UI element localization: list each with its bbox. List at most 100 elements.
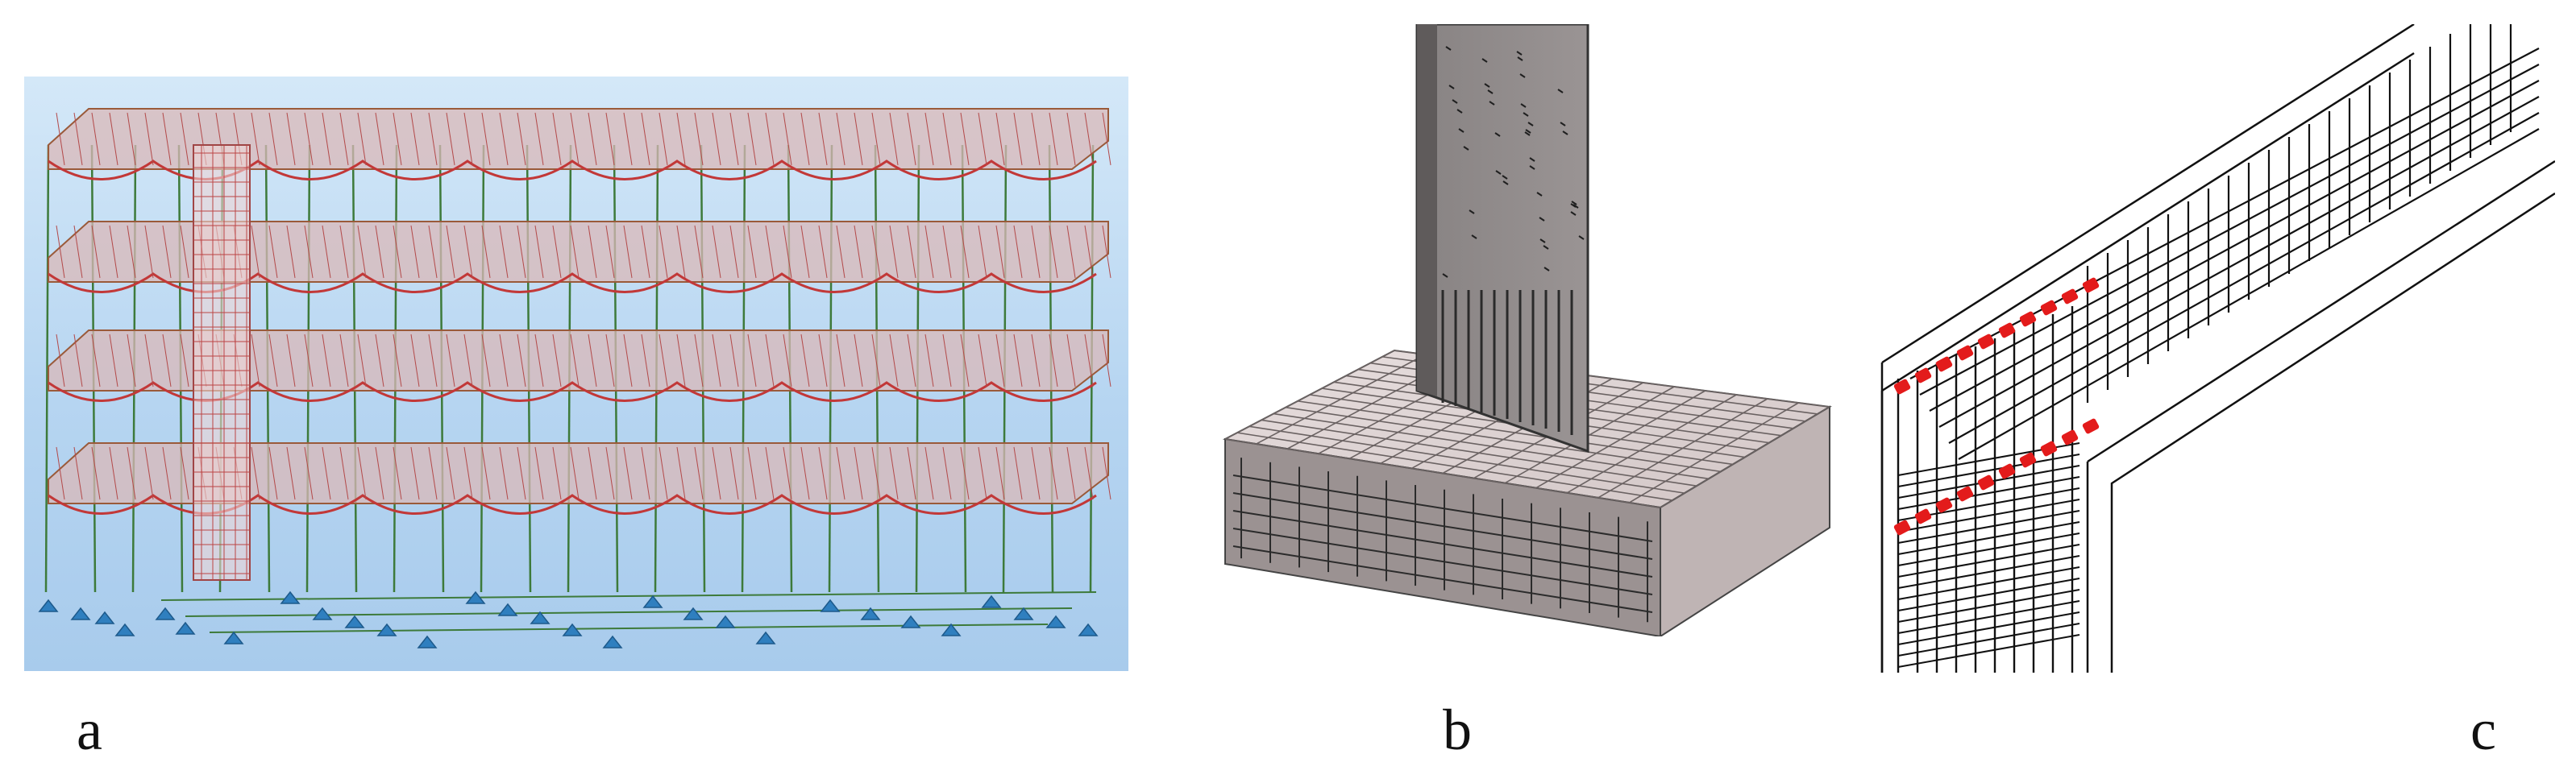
slab-mesh-line bbox=[393, 112, 402, 166]
column-tie bbox=[1897, 589, 2080, 623]
slab-mesh-line bbox=[836, 334, 846, 387]
slab-mesh-line bbox=[91, 446, 101, 500]
slab-mesh-line bbox=[534, 334, 544, 387]
slab-mesh-line bbox=[109, 334, 118, 387]
footing-rebar-line bbox=[1629, 402, 1799, 503]
footing-rebar-line bbox=[1535, 390, 1706, 489]
concrete-speckle bbox=[1523, 112, 1529, 117]
slab-mesh-line bbox=[268, 225, 278, 279]
slab-mesh-line bbox=[960, 112, 970, 166]
column-line bbox=[44, 144, 50, 593]
column-tie bbox=[1897, 454, 2080, 487]
highlighted-coupler bbox=[1893, 520, 1911, 536]
slab-mesh-line bbox=[180, 225, 189, 279]
column-tie bbox=[1897, 566, 2080, 600]
column-tie bbox=[1897, 555, 2080, 589]
slab-mesh-line bbox=[127, 112, 136, 166]
slab-mesh-line bbox=[907, 225, 916, 279]
support-icon bbox=[602, 635, 623, 648]
slab-mesh-line bbox=[605, 112, 615, 166]
ground-beam bbox=[160, 591, 1097, 601]
slab-mesh-line bbox=[676, 112, 686, 166]
concrete-speckle bbox=[1529, 165, 1535, 170]
slab-mesh-line bbox=[463, 446, 473, 500]
slab-mesh-line bbox=[676, 446, 686, 500]
caption-c: c bbox=[2470, 698, 2496, 762]
slab-mesh-line bbox=[499, 334, 509, 387]
slab-mesh-line bbox=[765, 334, 775, 387]
support-icon bbox=[114, 623, 135, 636]
slab-mesh-line bbox=[889, 334, 899, 387]
slab-mesh-line bbox=[180, 112, 189, 166]
support-icon bbox=[715, 615, 736, 628]
slab-mesh-line bbox=[659, 334, 668, 387]
concrete-speckle bbox=[1527, 122, 1534, 126]
slab-mesh-line bbox=[91, 334, 101, 387]
beam-longitudinal-bar bbox=[1909, 48, 2540, 379]
concrete-speckle bbox=[1456, 109, 1463, 114]
slab-mesh-line bbox=[1066, 112, 1076, 166]
slab-mesh-line bbox=[783, 225, 792, 279]
slab-mesh-line bbox=[765, 446, 775, 500]
slab-mesh-line bbox=[623, 446, 633, 500]
highlighted-coupler bbox=[1914, 367, 1932, 383]
slab-mesh-line bbox=[694, 225, 704, 279]
slab-mesh-line bbox=[1031, 334, 1041, 387]
slab-mesh-line bbox=[322, 112, 331, 166]
column-tie bbox=[1897, 476, 2080, 510]
slab-mesh-line bbox=[91, 225, 101, 279]
footing-bar-line bbox=[1232, 545, 1653, 613]
slab-mesh-line bbox=[144, 334, 154, 387]
slab-mesh-line bbox=[889, 112, 899, 166]
slab-mesh-line bbox=[659, 446, 668, 500]
support-icon bbox=[312, 607, 333, 620]
slab-mesh-line bbox=[783, 446, 792, 500]
concrete-speckle bbox=[1442, 273, 1448, 278]
slab-mesh-line bbox=[552, 225, 562, 279]
concrete-speckle bbox=[1571, 201, 1577, 205]
highlighted-coupler bbox=[2082, 277, 2100, 293]
slab-mesh-line bbox=[694, 112, 704, 166]
slab-mesh-line bbox=[109, 112, 118, 166]
slab-mesh-line bbox=[570, 446, 580, 500]
slab-mesh-line bbox=[339, 112, 349, 166]
slab-mesh-line bbox=[552, 334, 562, 387]
caption-b: b bbox=[1443, 698, 1472, 762]
concrete-speckle bbox=[1494, 132, 1501, 137]
slab-mesh-line bbox=[517, 446, 526, 500]
slab-mesh-line bbox=[286, 225, 296, 279]
footing-bar-line bbox=[1232, 474, 1653, 542]
support-icon bbox=[941, 623, 962, 636]
slab-mesh-line bbox=[588, 112, 597, 166]
slab-mesh-line bbox=[712, 334, 721, 387]
slab-mesh-line bbox=[1031, 446, 1041, 500]
slab-mesh-line bbox=[800, 446, 810, 500]
column-tie bbox=[1897, 510, 2080, 544]
slab-mesh-line bbox=[1049, 112, 1058, 166]
slab-mesh-line bbox=[534, 112, 544, 166]
slab-mesh-line bbox=[357, 225, 367, 279]
highlighted-coupler bbox=[1998, 322, 2016, 338]
slab-mesh-line bbox=[286, 334, 296, 387]
slab-mesh-line bbox=[428, 446, 438, 500]
slab-mesh-line bbox=[56, 112, 65, 166]
support-icon bbox=[223, 631, 244, 644]
concrete-speckle bbox=[1502, 180, 1509, 185]
slab-mesh-line bbox=[995, 446, 1005, 500]
slab-mesh-line bbox=[960, 334, 970, 387]
footing-bar-line bbox=[1232, 492, 1653, 560]
slab-mesh-line bbox=[322, 334, 331, 387]
concrete-speckle bbox=[1489, 101, 1495, 106]
slab-mesh-line bbox=[322, 225, 331, 279]
support-icon bbox=[981, 595, 1002, 608]
concrete-speckle bbox=[1481, 58, 1488, 63]
slab-mesh-line bbox=[499, 112, 509, 166]
slab-mesh-line bbox=[339, 225, 349, 279]
slab-mesh-line bbox=[517, 334, 526, 387]
slab-mesh-line bbox=[836, 446, 846, 500]
slab-mesh-line bbox=[995, 225, 1005, 279]
highlighted-coupler bbox=[2019, 311, 2037, 327]
slab-mesh-line bbox=[942, 446, 952, 500]
slab-mesh-line bbox=[747, 112, 757, 166]
slab-mesh-line bbox=[481, 446, 491, 500]
